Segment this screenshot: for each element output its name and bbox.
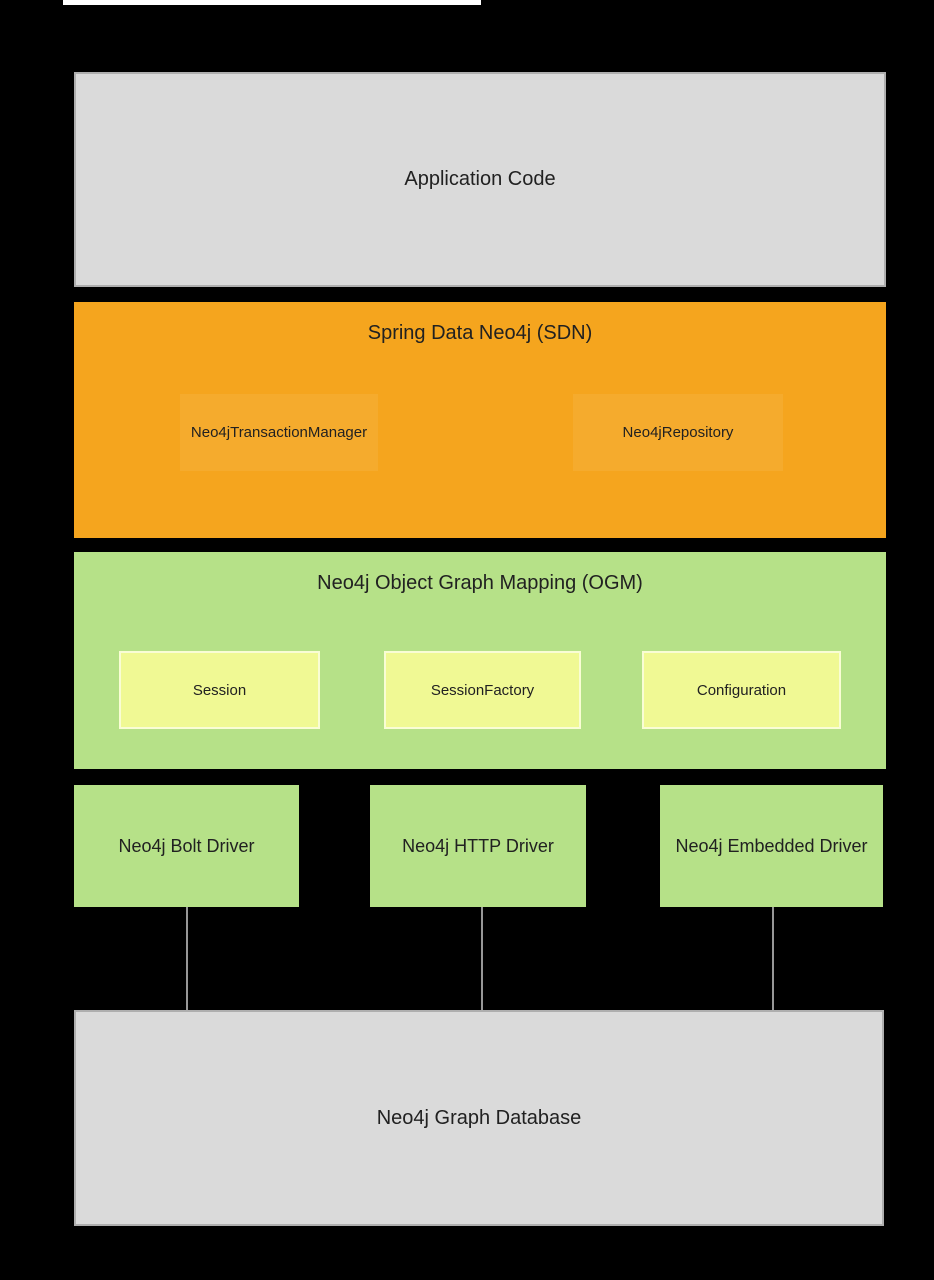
http-driver-box: Neo4j HTTP Driver [370,785,586,907]
sdn-repository-label: Neo4jRepository [622,424,734,441]
ogm-layer-box: Neo4j Object Graph Mapping (OGM) Session… [74,552,886,769]
top-edge-artifact [63,0,481,5]
bolt-driver-box: Neo4j Bolt Driver [74,785,299,907]
ogm-session-label: Session [192,681,247,699]
ogm-layer-title: Neo4j Object Graph Mapping (OGM) [317,572,643,594]
graph-database-label: Neo4j Graph Database [376,1106,582,1129]
embedded-driver-box: Neo4j Embedded Driver [660,785,883,907]
sdn-transaction-manager-label: Neo4jTransactionManager [190,424,368,441]
bolt-driver-connector-line [186,907,188,1010]
embedded-driver-label: Neo4j Embedded Driver [675,835,868,856]
sdn-transaction-manager-box: Neo4jTransactionManager [180,394,378,471]
ogm-configuration-box: Configuration [642,651,841,729]
sdn-layer-box: Spring Data Neo4j (SDN) Neo4jTransaction… [74,302,886,538]
sdn-layer-title: Spring Data Neo4j (SDN) [367,322,593,344]
application-code-label: Application Code [404,168,556,190]
application-code-box: Application Code [74,72,886,287]
graph-database-box: Neo4j Graph Database [74,1010,884,1226]
ogm-configuration-label: Configuration [696,681,787,699]
sdn-repository-box: Neo4jRepository [573,394,783,471]
embedded-driver-connector-line [772,907,774,1010]
ogm-session-box: Session [119,651,320,729]
ogm-session-factory-label: SessionFactory [430,681,535,699]
http-driver-label: Neo4j HTTP Driver [402,835,554,856]
http-driver-connector-line [481,907,483,1010]
ogm-session-factory-box: SessionFactory [384,651,581,729]
bolt-driver-label: Neo4j Bolt Driver [118,835,255,856]
